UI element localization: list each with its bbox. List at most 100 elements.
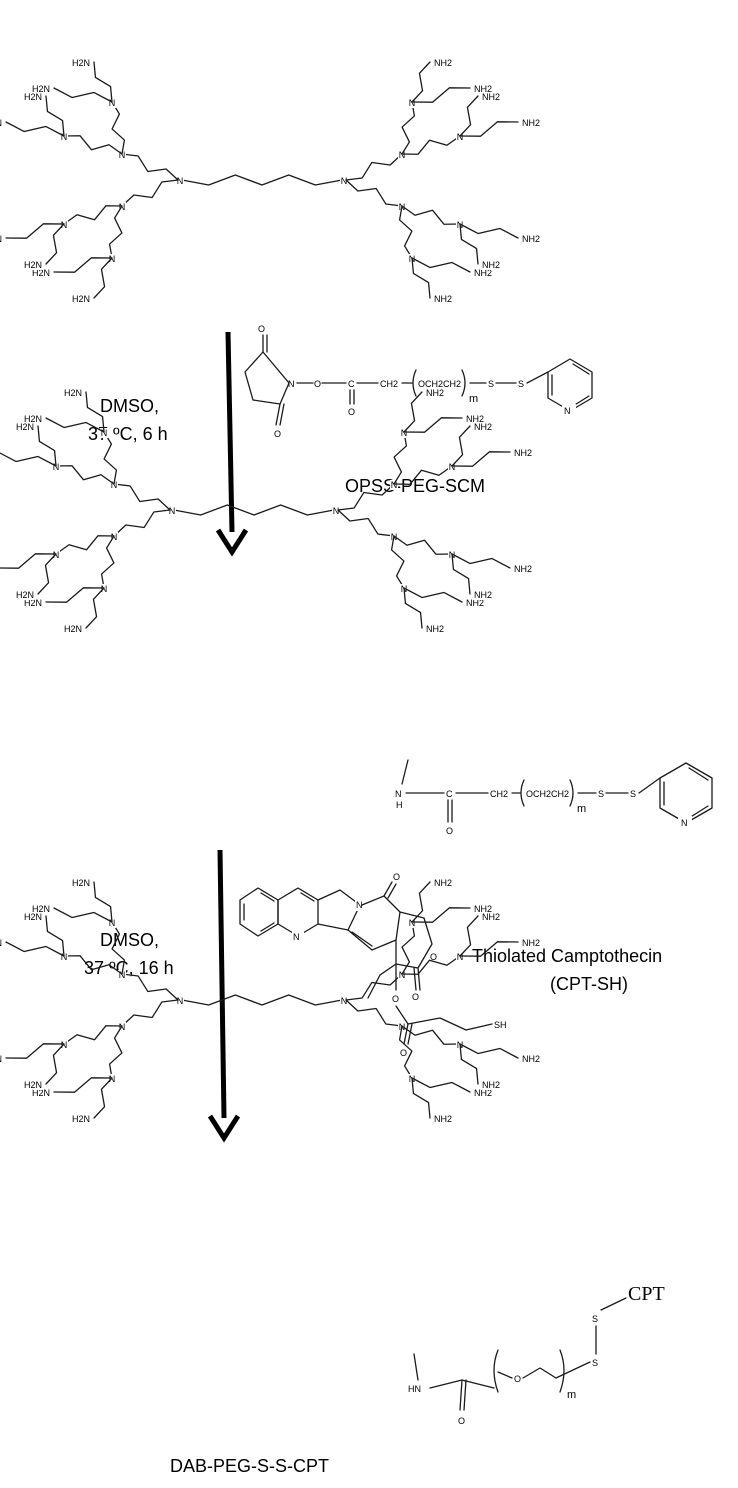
- amine-terminal: H2N: [72, 1114, 90, 1124]
- product-cpt: CPT: [628, 1283, 665, 1305]
- reagent2-name-line2: (CPT-SH): [550, 974, 628, 994]
- cpt-lactone-carbonyl-o: O: [412, 992, 419, 1002]
- product-hn: HN: [408, 1384, 421, 1394]
- amine-terminal: NH2: [434, 294, 452, 304]
- intermediate-o: O: [446, 826, 453, 836]
- amine-terminal: NH2: [474, 422, 492, 432]
- product-peg-ss-chain: HN O O m S S CPT: [408, 1283, 665, 1426]
- amine-terminal: H2N: [32, 1088, 50, 1098]
- intermediate-nh-h: H: [396, 800, 403, 810]
- core-n-right: N: [333, 506, 340, 516]
- amine-terminal: H2N: [24, 598, 42, 608]
- amine-terminal: H2N: [64, 624, 82, 634]
- amine-terminal: NH2: [522, 234, 540, 244]
- amine-terminal: NH2: [482, 260, 500, 270]
- reaction-arrow-2: [207, 849, 241, 1143]
- amine-terminal: NH2: [522, 938, 540, 948]
- intermediate-repeat-m: m: [577, 803, 586, 815]
- gen1-n: N: [111, 480, 118, 490]
- amine-terminal: NH2: [514, 564, 532, 574]
- intermediate-peg-unit: OCH2CH2: [526, 789, 569, 799]
- amine-terminal: H2N: [24, 414, 42, 424]
- gen2-n: N: [61, 220, 68, 230]
- amine-terminal: NH2: [522, 118, 540, 128]
- amine-terminal: NH2: [434, 1114, 452, 1124]
- amine-terminal: NH2: [474, 84, 492, 94]
- reagent1-pyridine-n: N: [564, 406, 571, 416]
- gen2-n: N: [109, 254, 116, 264]
- product-peg-o: O: [514, 1374, 521, 1384]
- gen1-n: N: [399, 970, 406, 980]
- gen2-n: N: [409, 98, 416, 108]
- cpt-ester-carbonyl-o: O: [400, 1048, 407, 1058]
- intermediate-peg-chain: N H C O CH2 OCH2CH2 m S S N: [395, 759, 713, 836]
- product-name: DAB-PEG-S-S-CPT: [170, 1456, 329, 1476]
- cpt-pyrrole-n: N: [356, 900, 363, 910]
- product-s1: S: [592, 1358, 598, 1368]
- amine-terminal: NH2: [482, 912, 500, 922]
- ester-carbon: C: [348, 379, 355, 389]
- intermediate-pyridine-n: N: [681, 818, 688, 828]
- core-n-left: N: [177, 996, 184, 1006]
- amine-terminal: NH2: [474, 1088, 492, 1098]
- reagent1-repeat-m: m: [469, 393, 478, 405]
- amine-terminal: NH2: [466, 598, 484, 608]
- amine-terminal: H2N: [16, 590, 34, 600]
- reagent1-ch2: CH2: [380, 379, 398, 389]
- core-n-left: N: [169, 506, 176, 516]
- gen2-n: N: [109, 98, 116, 108]
- amine-terminal: H2N: [24, 260, 42, 270]
- dab-dendrimer-starting: NNNNH2NH2NNH2NH2NNNH2NH2NNH2NH2NNNNH2NH2…: [0, 58, 541, 304]
- gen2-n: N: [61, 1040, 68, 1050]
- intermediate-nh-n: N: [395, 789, 402, 799]
- reagent2-name-line1: Thiolated Camptothecin: [472, 946, 662, 966]
- gen2-n: N: [401, 428, 408, 438]
- amine-terminal: H2N: [24, 1080, 42, 1090]
- amine-terminal: H2N: [24, 92, 42, 102]
- reagent1-s2: S: [518, 379, 524, 389]
- gen2-n: N: [457, 952, 464, 962]
- amine-terminal: H2N: [72, 294, 90, 304]
- amine-terminal: H2N: [72, 58, 90, 68]
- gen1-n: N: [399, 150, 406, 160]
- amine-terminal: NH2: [426, 624, 444, 634]
- amine-terminal: NH2: [466, 414, 484, 424]
- gen1-n: N: [391, 480, 398, 490]
- product-repeat-m: m: [567, 1389, 576, 1401]
- amine-terminal: H2N: [0, 118, 2, 128]
- amine-terminal: H2N: [64, 388, 82, 398]
- amine-terminal: H2N: [72, 878, 90, 888]
- succinimide-o-top: O: [258, 324, 265, 334]
- amine-terminal: NH2: [482, 92, 500, 102]
- amine-terminal: H2N: [0, 234, 2, 244]
- amine-terminal: NH2: [426, 388, 444, 398]
- step2-solvent: DMSO,: [100, 930, 159, 950]
- cpt-quinoline-n: N: [293, 932, 300, 942]
- gen2-n: N: [109, 1074, 116, 1084]
- intermediate-carbon: C: [446, 789, 453, 799]
- gen1-n: N: [119, 970, 126, 980]
- product-carbonyl-o: O: [458, 1416, 465, 1426]
- gen2-n: N: [409, 918, 416, 928]
- dab-dendrimer-product: NNNNH2NH2NNH2NH2NNNH2NH2NNH2NH2NNNNH2NH2…: [0, 878, 541, 1124]
- gen2-n: N: [61, 132, 68, 142]
- intermediate-ch2: CH2: [490, 789, 508, 799]
- dab-dendrimer-intermediate: NNNNH2NH2NNH2NH2NNNH2NH2NNH2NH2NNNNH2NH2…: [0, 388, 533, 634]
- gen1-n: N: [119, 150, 126, 160]
- gen2-n: N: [61, 952, 68, 962]
- amine-terminal: NH2: [434, 58, 452, 68]
- gen2-n: N: [449, 462, 456, 472]
- succinimide-o-bottom: O: [274, 429, 281, 439]
- core-n-right: N: [341, 176, 348, 186]
- gen2-n: N: [53, 462, 60, 472]
- gen2-n: N: [109, 918, 116, 928]
- reaction-arrow-1: [215, 331, 249, 557]
- step2-conditions: 37 ºC, 16 h: [84, 958, 174, 978]
- reagent1-name: OPSS-PEG-SCM: [345, 476, 485, 496]
- amine-terminal: H2N: [0, 1054, 2, 1064]
- amine-terminal: H2N: [0, 938, 2, 948]
- gen2-n: N: [53, 550, 60, 560]
- cpt-sh: SH: [494, 1020, 507, 1030]
